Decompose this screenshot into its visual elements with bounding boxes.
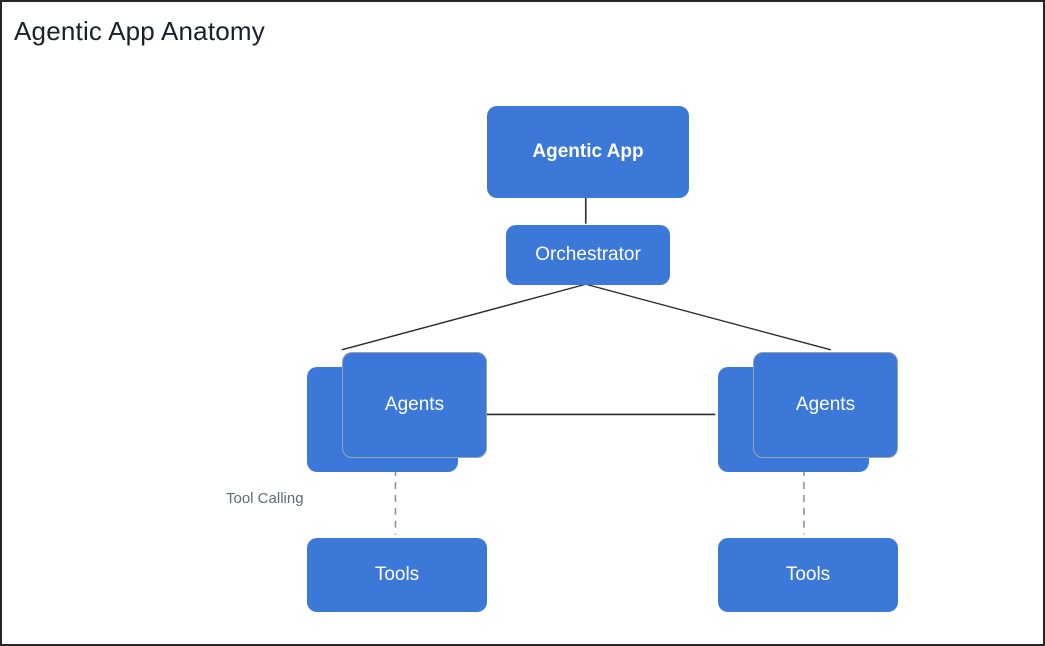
edge-orchestrator-to-agents-left <box>341 283 586 351</box>
node-tools-right[interactable]: Tools <box>718 538 898 612</box>
node-agents-right-label: Agents <box>795 394 856 415</box>
node-agents-left-label: Agents <box>384 394 445 415</box>
node-agentic-app[interactable]: Agentic App <box>487 106 689 198</box>
agents-right-front-card[interactable]: Agents <box>753 352 898 458</box>
node-agents-right[interactable]: Agents <box>716 350 898 472</box>
edge-orchestrator-to-agents-right <box>585 283 831 351</box>
node-orchestrator-label: Orchestrator <box>535 244 641 265</box>
node-agentic-app-label: Agentic App <box>532 141 644 162</box>
node-tools-left-label: Tools <box>374 564 420 585</box>
node-orchestrator[interactable]: Orchestrator <box>506 225 670 285</box>
agents-left-front-card[interactable]: Agents <box>342 352 487 458</box>
node-tools-left[interactable]: Tools <box>307 538 487 612</box>
node-tools-right-label: Tools <box>785 564 831 585</box>
page-title: Agentic App Anatomy <box>14 16 265 46</box>
edge-label-tool-calling: Tool Calling <box>226 490 304 507</box>
node-agents-left[interactable]: Agents <box>305 350 487 472</box>
